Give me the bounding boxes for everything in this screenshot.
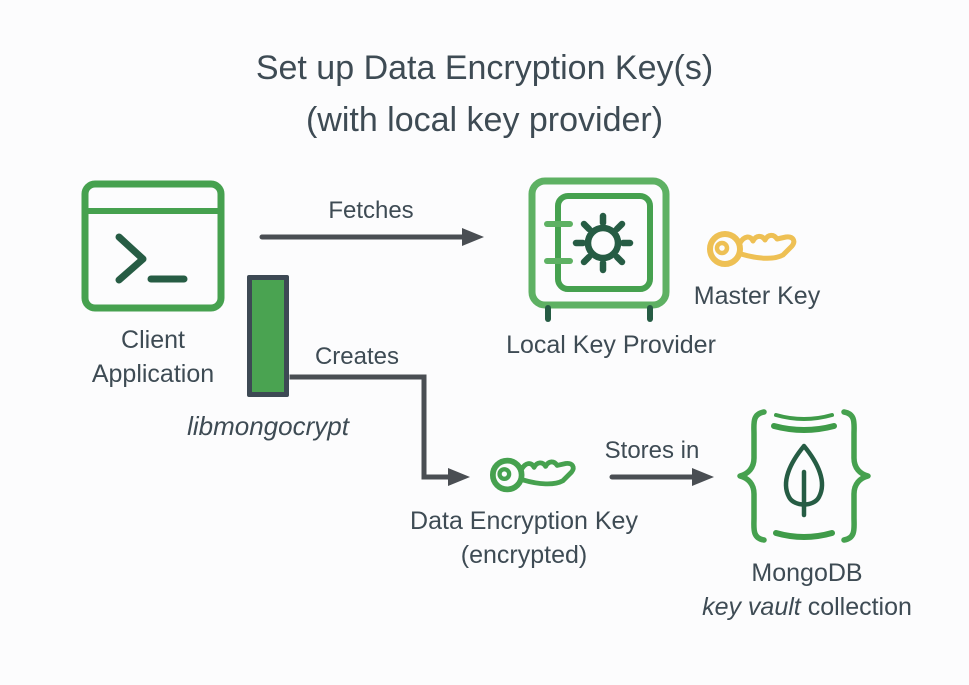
vault-dial-spokes bbox=[572, 212, 634, 274]
right-brace bbox=[841, 409, 871, 543]
client-application-label: Client Application bbox=[53, 323, 253, 391]
cylinder-bottom-rim bbox=[773, 530, 835, 540]
vault-outer-frame bbox=[528, 177, 670, 309]
libmongocrypt-bar bbox=[247, 275, 289, 397]
fetches-label: Fetches bbox=[328, 197, 414, 224]
yellow-key-icon bbox=[707, 231, 797, 267]
left-brace bbox=[737, 409, 767, 543]
creates-arrow bbox=[289, 374, 470, 486]
terminal-frame bbox=[81, 180, 225, 312]
libmongocrypt-label: libmongocrypt bbox=[187, 411, 349, 441]
title-line-2: (with local key provider) bbox=[305, 101, 664, 139]
green-key-icon bbox=[489, 457, 576, 493]
mongodb-label-line-2: key vault collection bbox=[682, 590, 932, 624]
key-head bbox=[489, 457, 525, 493]
key-blade bbox=[519, 459, 576, 487]
dek-label-line-2: (encrypted) bbox=[460, 541, 588, 569]
client-label-line-1: Client bbox=[121, 326, 185, 354]
key-head-hole bbox=[497, 467, 512, 481]
vault-door-frame bbox=[555, 193, 653, 292]
mongodb-leaf-in-braces-icon bbox=[737, 409, 871, 543]
stores-in-label: Stores in bbox=[604, 437, 700, 464]
mongodb-label-key-vault: key vault bbox=[702, 593, 801, 621]
safe-vault-icon bbox=[528, 177, 670, 322]
vault-dial-icon bbox=[584, 224, 622, 262]
client-label-line-2: Application bbox=[91, 360, 215, 388]
mongodb-label: MongoDB key vault collection bbox=[682, 556, 932, 624]
data-encryption-key-label: Data Encryption Key (encrypted) bbox=[394, 504, 654, 572]
key-head bbox=[707, 231, 743, 267]
key-blade bbox=[737, 232, 797, 261]
dek-label-line-1: Data Encryption Key bbox=[410, 507, 638, 535]
mongodb-label-collection: collection bbox=[800, 593, 912, 621]
prompt-chevron-icon bbox=[115, 233, 147, 284]
cylinder-top-rim-thick bbox=[771, 423, 837, 433]
page-title: Set up Data Encryption Key(s) (with loca… bbox=[0, 42, 969, 146]
mongodb-label-line-1: MongoDB bbox=[751, 559, 863, 587]
key-head-hole bbox=[714, 240, 730, 256]
terminal-window-icon bbox=[81, 180, 225, 312]
local-key-provider-label: Local Key Provider bbox=[506, 331, 716, 359]
master-key-label: Master Key bbox=[693, 282, 821, 310]
title-line-1: Set up Data Encryption Key(s) bbox=[255, 49, 714, 87]
creates-label: Creates bbox=[314, 343, 400, 370]
cylinder-top-rim-thin bbox=[774, 413, 834, 421]
